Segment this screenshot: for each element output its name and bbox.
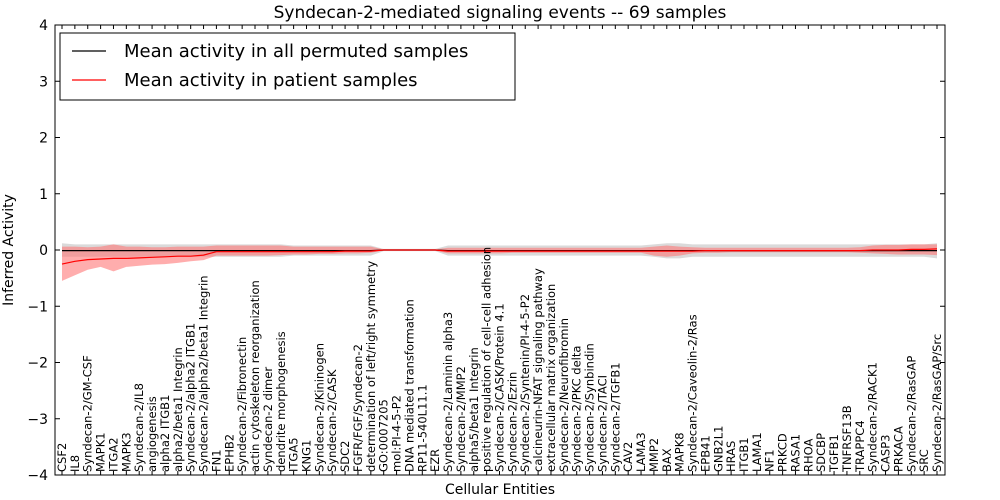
category-label: MMP2 bbox=[647, 438, 661, 472]
category-label: TRAPPC4 bbox=[853, 420, 867, 473]
category-label: positive regulation of cell-cell adhesio… bbox=[480, 247, 494, 472]
category-label: Syndecan-2/Caveolin-2/Ras bbox=[686, 314, 700, 472]
category-label: Syndecan-2/RasGAP/Src bbox=[930, 334, 944, 472]
category-label: DNA mediated transformation bbox=[402, 299, 416, 472]
category-label: Syndecan-2/MMP2 bbox=[454, 366, 468, 472]
y-tick-label: 2 bbox=[39, 131, 48, 147]
category-label: Syndecan-2/Kininogen bbox=[312, 343, 326, 472]
category-label: CAV2 bbox=[621, 442, 635, 472]
category-label: alpha2 ITGB1 bbox=[158, 395, 172, 472]
category-label: FN1 bbox=[209, 449, 223, 472]
category-label: Syndecan-2/Neurofibromin bbox=[557, 318, 571, 472]
category-label: Syndecan-2/IL8 bbox=[132, 383, 146, 472]
category-label: BAX bbox=[660, 448, 674, 472]
category-label: RASA1 bbox=[789, 434, 803, 472]
category-label: Syndecan-2/alpha2 ITGB1 bbox=[184, 323, 198, 472]
category-label: MAPK1 bbox=[94, 432, 108, 472]
category-label: Syndecan-2/alpha2/beta1 Integrin bbox=[197, 275, 211, 472]
category-label: alpha2/beta1 Integrin bbox=[171, 347, 185, 472]
series-lines bbox=[61, 248, 938, 265]
y-tick-label: 0 bbox=[39, 243, 48, 259]
category-label: Syndecan-2 dimer bbox=[261, 367, 275, 472]
category-label: ITGB1 bbox=[737, 437, 751, 472]
category-label: LAMA3 bbox=[634, 432, 648, 472]
category-label: mol:PI-4-5-P2 bbox=[390, 395, 404, 472]
category-label: actin cytoskeleton reorganization bbox=[248, 280, 262, 472]
category-label: RP11-540L11.1 bbox=[415, 384, 429, 472]
category-label: HRAS bbox=[724, 441, 738, 472]
category-label: EZR bbox=[428, 449, 442, 472]
category-label: GNB2L1 bbox=[711, 426, 725, 472]
category-label: angiogenesis bbox=[145, 396, 159, 472]
category-label: Syndecan-2/TGFB1 bbox=[608, 362, 622, 472]
y-tick-label: 4 bbox=[39, 18, 48, 34]
category-label: RHOA bbox=[801, 439, 815, 472]
category-label: LAMA1 bbox=[750, 432, 764, 472]
patient-band bbox=[62, 244, 937, 281]
category-label: PRKCD bbox=[776, 433, 790, 472]
category-label: alpha5/beta1 Integrin bbox=[467, 347, 481, 472]
category-label: Syndecan-2/RACK1 bbox=[866, 362, 880, 472]
category-label: EPHB2 bbox=[222, 434, 236, 472]
legend-box bbox=[59, 32, 516, 101]
y-tick-label: −1 bbox=[27, 299, 48, 315]
category-label: ITGA5 bbox=[287, 437, 301, 472]
legend-label-permuted: Mean activity in all permuted samples bbox=[124, 41, 468, 62]
category-label: GO:0007205 bbox=[377, 399, 391, 472]
category-label: Syndecan-2/Synbindin bbox=[583, 343, 597, 472]
y-tick-label: −3 bbox=[27, 412, 48, 428]
category-label: CASP3 bbox=[879, 435, 893, 472]
category-label: SDCBP bbox=[814, 433, 828, 472]
category-label: CSF2 bbox=[55, 443, 69, 472]
category-label: PRKACA bbox=[891, 426, 905, 472]
category-label: extracellular matrix organization bbox=[544, 284, 558, 472]
category-label: ITGA2 bbox=[107, 437, 121, 472]
patient-mean-line bbox=[61, 248, 938, 265]
category-label: Syndecan-2/Syntenin/PI-4-5-P2 bbox=[518, 294, 532, 472]
y-axis-ticks: −4 −3 −2 −1 0 1 2 3 4 bbox=[27, 18, 945, 484]
category-label: TNFRSF13B bbox=[840, 405, 854, 473]
category-label: Syndecan-2/GM-CSF bbox=[81, 355, 95, 472]
category-label: dendrite morphogenesis bbox=[274, 331, 288, 472]
category-label: IL8 bbox=[68, 455, 82, 472]
category-label: SDC2 bbox=[338, 440, 352, 472]
category-label: SRC bbox=[917, 449, 931, 472]
category-label: FGFR/FGF/Syndecan-2 bbox=[351, 344, 365, 472]
x-axis-label: Cellular Entities bbox=[445, 482, 555, 498]
category-label: Syndecan-2/Fibronectin bbox=[235, 337, 249, 472]
category-label: Syndecan-2/TACI bbox=[595, 375, 609, 472]
category-label: NF1 bbox=[763, 449, 777, 472]
category-label: Syndecan-2/Laminin alpha3 bbox=[441, 312, 455, 472]
y-tick-label: 3 bbox=[39, 74, 48, 90]
legend: Mean activity in all permuted samples Me… bbox=[59, 32, 516, 101]
confidence-bands bbox=[62, 243, 937, 281]
category-label: KNG1 bbox=[300, 440, 314, 472]
category-label: Syndecan-2/CASK bbox=[325, 369, 339, 472]
legend-label-patient: Mean activity in patient samples bbox=[124, 70, 418, 91]
category-label: MAPK8 bbox=[673, 432, 687, 472]
y-tick-label: −2 bbox=[27, 356, 48, 372]
category-label: TGFB1 bbox=[827, 434, 841, 473]
y-axis-label: Inferred Activity bbox=[1, 194, 17, 306]
y-tick-label: 1 bbox=[39, 187, 48, 203]
category-label: EPB41 bbox=[698, 435, 712, 472]
category-label: Syndecan-2/Ezrin bbox=[505, 372, 519, 472]
category-labels: CSF2IL8Syndecan-2/GM-CSFMAPK1ITGA2MAPK3S… bbox=[55, 25, 944, 475]
category-label: Syndecan-2/RasGAP bbox=[904, 356, 918, 472]
y-tick-label: −4 bbox=[27, 468, 48, 484]
category-label: determination of left/right symmetry bbox=[364, 261, 378, 472]
category-label: Syndecan-2/CASK/Protein 4.1 bbox=[493, 303, 507, 472]
category-label: Syndecan-2/PKC delta bbox=[570, 346, 584, 472]
category-label: calcineurin-NFAT signaling pathway bbox=[531, 268, 545, 472]
category-label: MAPK3 bbox=[119, 432, 133, 472]
chart-title: Syndecan-2-mediated signaling events -- … bbox=[274, 3, 727, 23]
